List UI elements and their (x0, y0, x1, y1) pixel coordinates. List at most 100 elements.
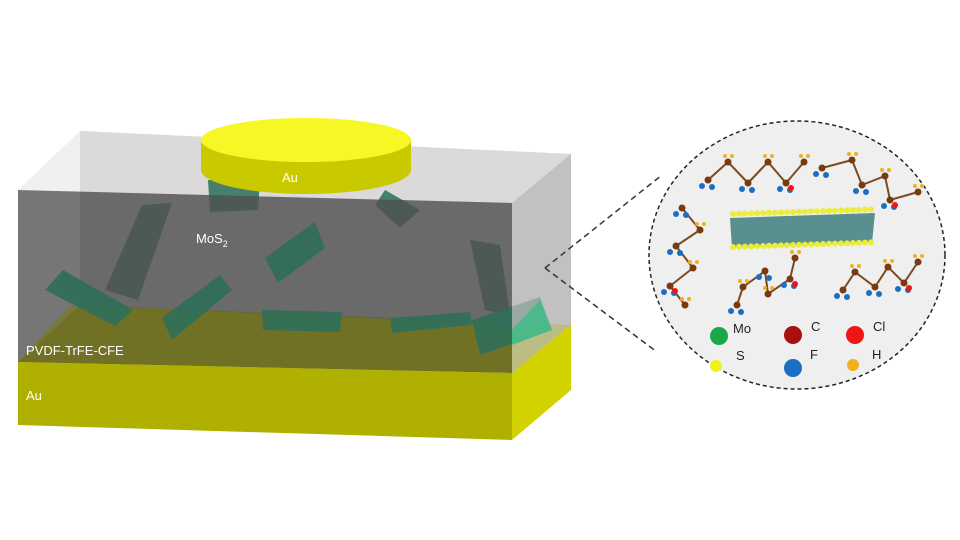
s-atom (742, 243, 748, 250)
s-atom (772, 242, 778, 249)
s-atom (760, 243, 766, 249)
h-atom (763, 154, 767, 158)
s-atom (832, 207, 838, 214)
c-atom (848, 156, 856, 164)
c-atom (791, 254, 799, 262)
legend-s-label: S (736, 348, 745, 363)
bottom-au-front (18, 362, 512, 440)
mos2-sheet-icon (730, 206, 875, 250)
s-atom (748, 243, 754, 250)
f-atom (683, 212, 689, 218)
cl-atom (892, 202, 898, 208)
f-atom (756, 274, 762, 280)
s-atom (838, 240, 844, 247)
c-atom (704, 176, 712, 184)
s-atom (856, 206, 862, 213)
h-atom (695, 260, 699, 264)
zoom-line-top (544, 174, 663, 269)
s-atom (832, 240, 838, 247)
h-atom (738, 279, 742, 283)
h-atom (695, 222, 699, 226)
c-atom (818, 164, 826, 172)
f-atom (823, 172, 829, 178)
legend-cl-icon (846, 326, 864, 344)
f-atom (781, 282, 787, 288)
f-atom (853, 188, 859, 194)
h-atom (799, 154, 803, 158)
s-atom (868, 206, 874, 213)
c-atom (851, 268, 859, 276)
f-atom (709, 184, 715, 190)
f-atom (749, 187, 755, 193)
h-atom (857, 264, 861, 268)
c-atom (800, 158, 808, 166)
h-atom (770, 154, 774, 158)
c-atom (733, 301, 741, 309)
f-atom (876, 291, 882, 297)
s-atom (784, 242, 790, 249)
c-atom (689, 264, 697, 272)
zoom-line-bottom (544, 267, 658, 353)
s-atom (772, 209, 778, 216)
s-atom (790, 242, 796, 248)
s-atom (778, 242, 784, 249)
s-atom (778, 209, 784, 216)
c-atom (871, 283, 879, 291)
h-atom (797, 250, 801, 254)
cl-atom (792, 281, 798, 287)
c-atom (786, 275, 794, 283)
f-atom (766, 275, 772, 281)
f-atom (667, 249, 673, 255)
polymer-chains (668, 158, 919, 306)
f-atom (881, 203, 887, 209)
h-atom (890, 259, 894, 263)
mos2-flake (262, 310, 342, 332)
top-au-electrode: Au (201, 118, 411, 194)
legend-mo-label: Mo (733, 321, 751, 336)
s-atom (850, 207, 856, 213)
f-atom (813, 171, 819, 177)
f-atom (673, 211, 679, 217)
c-atom (744, 179, 752, 187)
legend-h-icon (847, 359, 859, 371)
c-atom (782, 179, 790, 187)
c-atom (764, 158, 772, 166)
bottom-au-side (512, 325, 571, 440)
s-atom (796, 208, 802, 215)
f-atom (863, 189, 869, 195)
legend-h-label: H (872, 347, 881, 362)
h-atom (913, 184, 917, 188)
flake-side-highlight (512, 300, 552, 345)
h-atom (887, 168, 891, 172)
c-atom (672, 242, 680, 250)
magnified-view (648, 120, 946, 390)
legend: Mo C Cl S F H (710, 319, 885, 377)
h-atom (745, 279, 749, 283)
s-atom (784, 209, 790, 216)
c-atom (900, 279, 908, 287)
c-atom (858, 181, 866, 189)
cl-atom (788, 185, 794, 191)
s-atom (838, 207, 844, 214)
f-atom (844, 294, 850, 300)
mos2-flake (265, 222, 325, 283)
h-atom (880, 168, 884, 172)
c-atom (884, 263, 892, 271)
h-atom (920, 254, 924, 258)
legend-s-icon (710, 360, 722, 372)
s-atom (730, 244, 736, 250)
f-atom (728, 308, 734, 314)
s-atom (820, 208, 826, 214)
s-atom (826, 207, 832, 214)
h-atom (847, 152, 851, 156)
s-atom (808, 208, 814, 215)
f-atom (834, 293, 840, 299)
legend-f-label: F (810, 347, 818, 362)
pvdf-label: PVDF-TrFE-CFE (26, 343, 124, 358)
c-atom (881, 172, 889, 180)
h-atom (920, 184, 924, 188)
s-atom (754, 210, 760, 217)
s-atom (760, 210, 766, 216)
f-atom (866, 290, 872, 296)
